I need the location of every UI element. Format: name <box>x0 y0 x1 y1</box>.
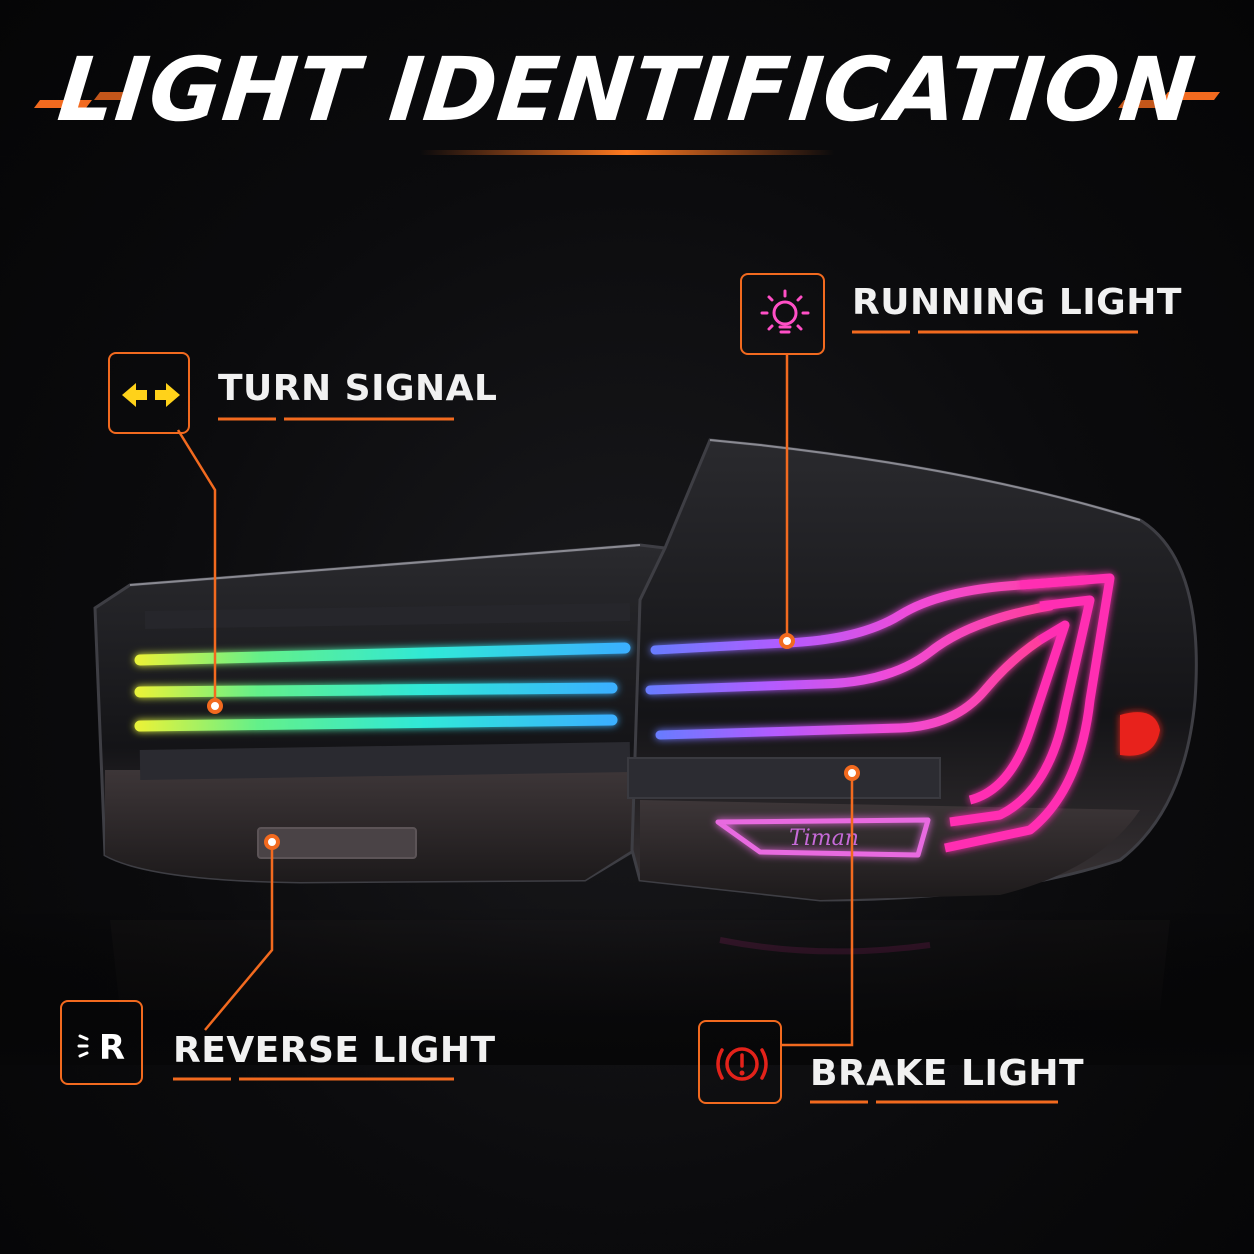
header-decoration <box>34 92 1220 108</box>
right-lamp-body <box>627 438 1198 902</box>
running-light-strips <box>645 575 1090 740</box>
callout-lines <box>176 355 854 1047</box>
bulb-icon <box>760 289 810 334</box>
reverse-r-icon: R <box>77 1028 125 1068</box>
reverse-light-icon-box: R <box>60 1000 143 1085</box>
page-title: LIGHT IDENTIFICATION <box>53 38 1201 141</box>
turn-signal-label: TURN SIGNAL <box>218 368 498 409</box>
brake-light-icon-box <box>698 1020 782 1104</box>
brake-outline <box>715 573 1115 858</box>
svg-text:R: R <box>99 1028 125 1068</box>
title-glow-line <box>420 150 834 155</box>
running-light-label: RUNNING LIGHT <box>852 282 1182 323</box>
callout-dots <box>207 633 860 850</box>
running-light-icon-box <box>740 273 825 355</box>
reverse-light-label: REVERSE LIGHT <box>173 1030 496 1071</box>
turn-signal-icon-box <box>108 352 190 434</box>
label-underlines <box>173 330 1138 1104</box>
badge-script: Timan <box>789 826 859 851</box>
brake-light-label: BRAKE LIGHT <box>810 1053 1085 1094</box>
brake-warning-icon <box>716 1047 768 1081</box>
left-lamp-body <box>93 543 668 884</box>
turn-arrows-icon <box>122 383 180 407</box>
turn-signal-strips <box>134 642 631 732</box>
